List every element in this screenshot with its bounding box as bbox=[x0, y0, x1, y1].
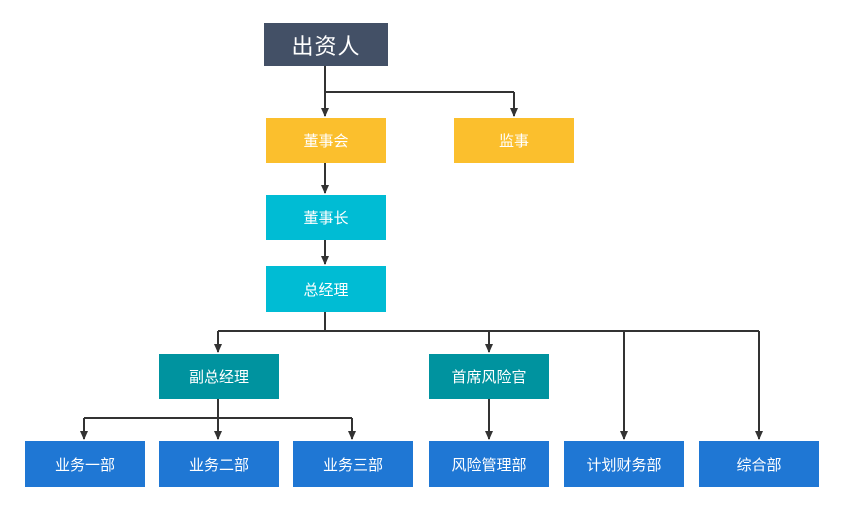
node-deputy-general-manager: 副总经理 bbox=[159, 354, 279, 399]
node-business-dept-3: 业务三部 bbox=[293, 441, 413, 487]
node-business-dept-1: 业务一部 bbox=[25, 441, 145, 487]
node-chief-risk-officer: 首席风险官 bbox=[429, 354, 549, 399]
node-risk-management-dept: 风险管理部 bbox=[429, 441, 549, 487]
node-investor: 出资人 bbox=[264, 23, 388, 66]
node-business-dept-2: 业务二部 bbox=[159, 441, 279, 487]
node-general-affairs-dept: 综合部 bbox=[699, 441, 819, 487]
node-supervisor: 监事 bbox=[454, 118, 574, 163]
node-chairman: 董事长 bbox=[266, 195, 386, 240]
node-board-of-directors: 董事会 bbox=[266, 118, 386, 163]
node-general-manager: 总经理 bbox=[266, 266, 386, 312]
node-planning-finance-dept: 计划财务部 bbox=[564, 441, 684, 487]
